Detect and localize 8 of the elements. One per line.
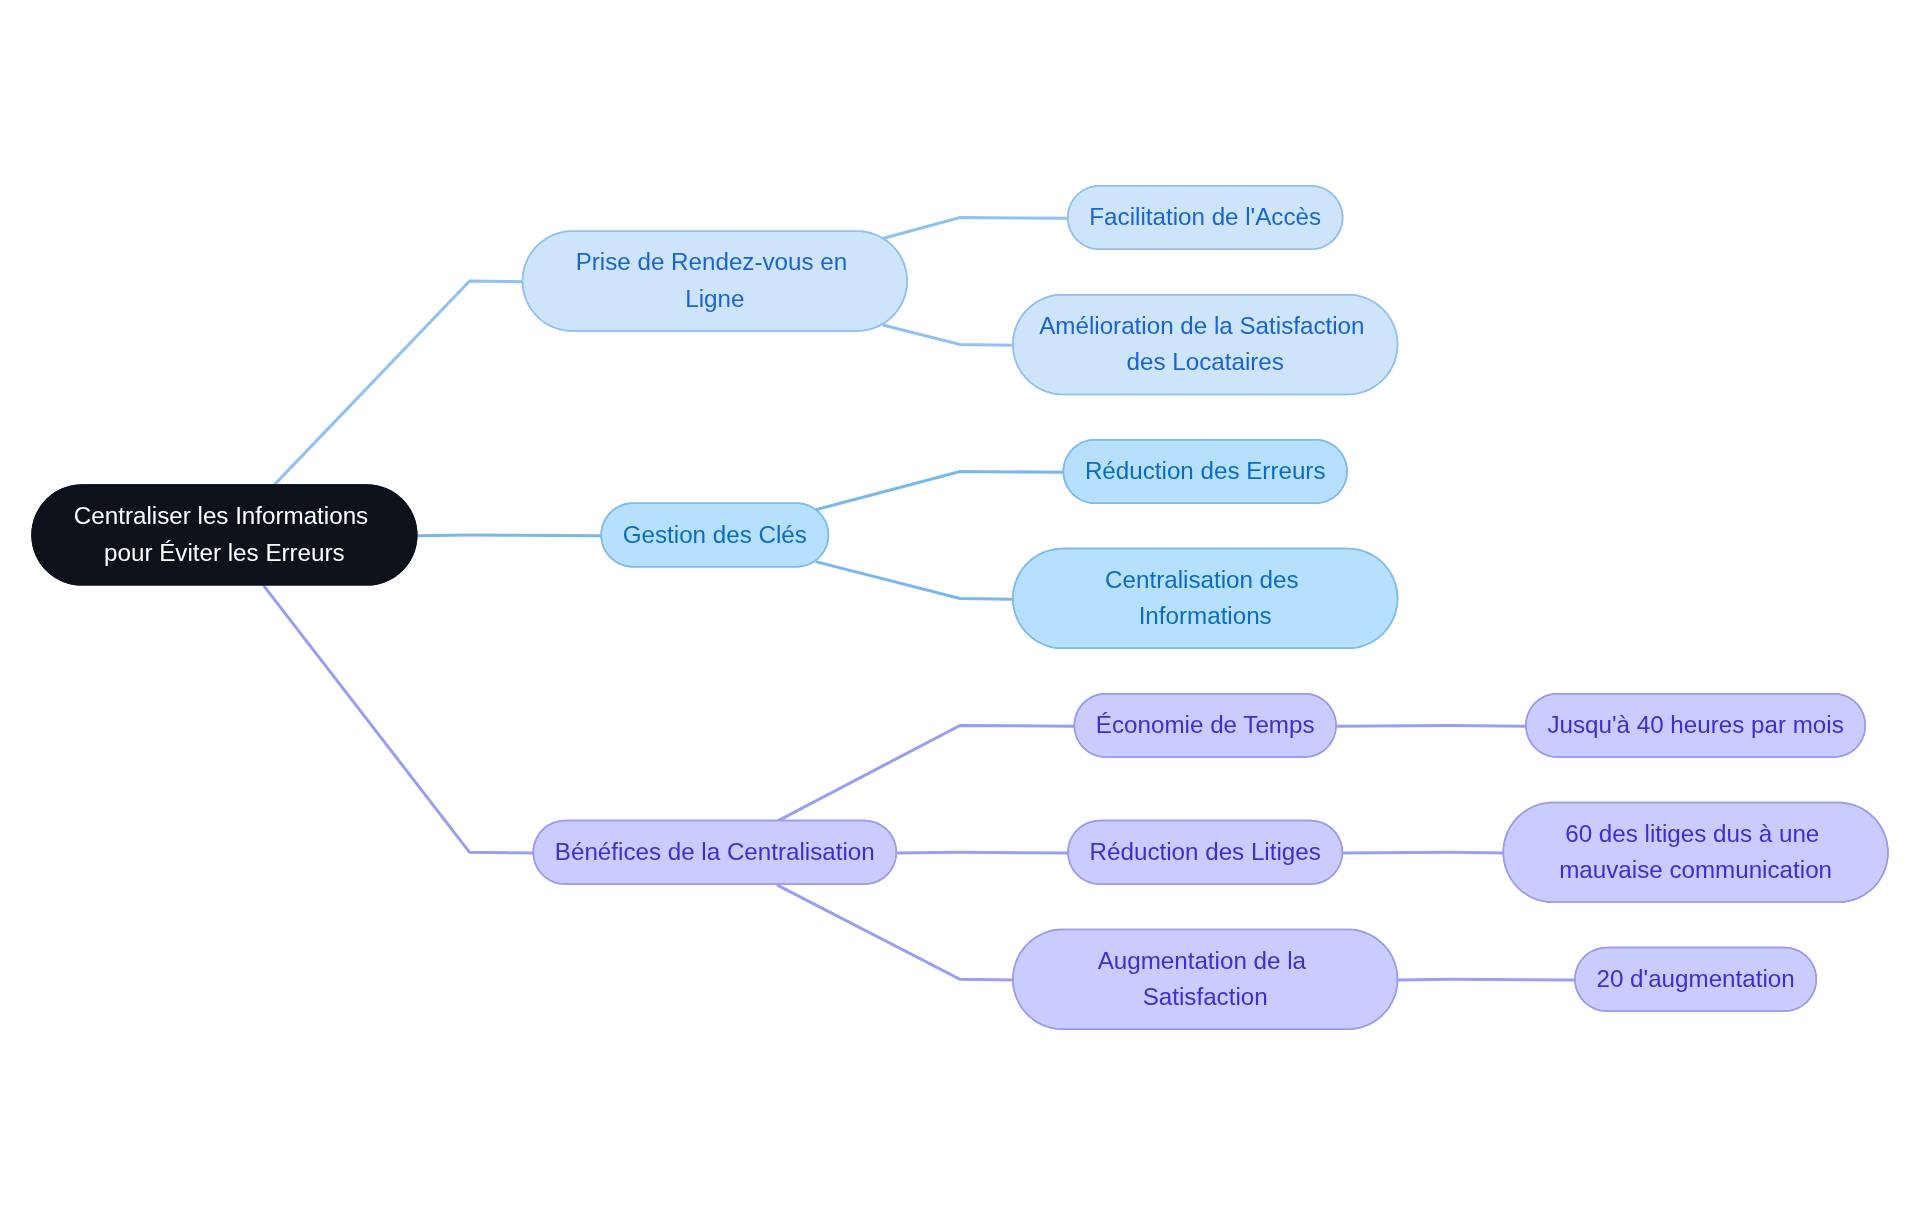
connector <box>897 850 1069 855</box>
connector <box>882 323 1014 347</box>
connector <box>1398 977 1576 982</box>
connector <box>815 560 1014 601</box>
connector <box>776 883 1014 982</box>
connector <box>417 533 602 538</box>
connector <box>882 216 1069 240</box>
connector <box>1336 723 1527 728</box>
